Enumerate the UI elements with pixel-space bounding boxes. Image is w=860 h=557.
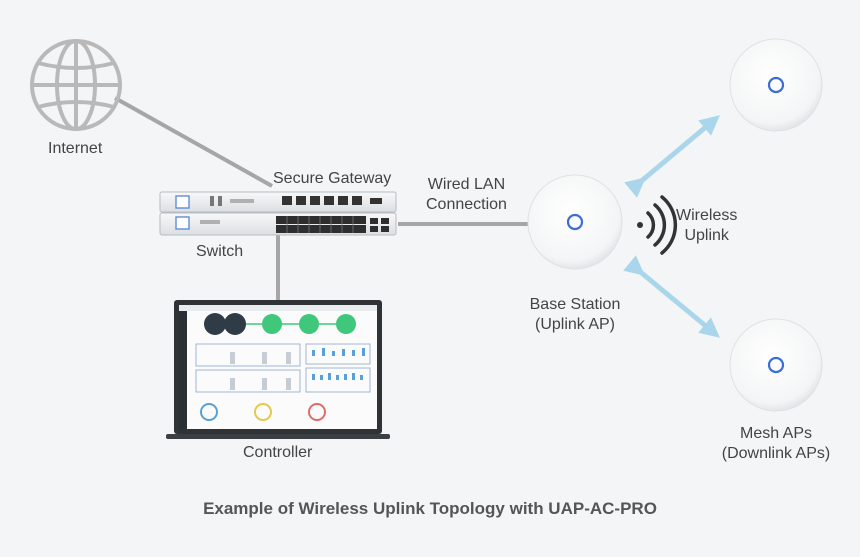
wired-lan-label: Wired LAN Connection	[426, 175, 507, 215]
secure-gateway-label: Secure Gateway	[273, 170, 392, 187]
switch-label: Switch	[196, 243, 244, 260]
mesh-aps-line2: (Downlink APs)	[721, 445, 831, 462]
mesh-ap-bottom-icon	[729, 318, 823, 412]
mesh-aps-line1: Mesh APs	[739, 425, 813, 442]
laptop-dashboard-icon	[166, 300, 390, 439]
internet-label: Internet	[48, 140, 103, 157]
gateway-device-icon	[159, 191, 397, 213]
wired-links	[114, 96, 530, 300]
wired-lan-line1: Wired LAN	[427, 176, 506, 193]
wireless-signal-icon	[637, 195, 678, 255]
internet-to-gateway-link	[114, 96, 273, 188]
wireless-arrow-upper	[624, 115, 720, 198]
controller-label: Controller	[243, 444, 313, 461]
base-station-label: Base Station (Uplink AP)	[518, 295, 632, 335]
wireless-arrow-lower	[623, 255, 720, 338]
mesh-ap-top-icon	[729, 38, 823, 132]
wireless-links	[623, 115, 720, 338]
wireless-uplink-line2: Uplink	[684, 227, 729, 244]
access-point-icon	[527, 174, 623, 270]
mesh-aps-label: Mesh APs (Downlink APs)	[716, 424, 836, 464]
wireless-uplink-line1: Wireless	[676, 207, 738, 224]
globe-icon	[30, 39, 122, 131]
diagram-caption: Example of Wireless Uplink Topology with…	[203, 499, 657, 518]
wired-lan-line2: Connection	[426, 196, 507, 213]
base-station-line2: (Uplink AP)	[534, 316, 616, 333]
base-station-line1: Base Station	[529, 296, 621, 313]
switch-device-icon	[159, 212, 397, 236]
wireless-uplink-label: Wireless Uplink	[676, 206, 737, 246]
